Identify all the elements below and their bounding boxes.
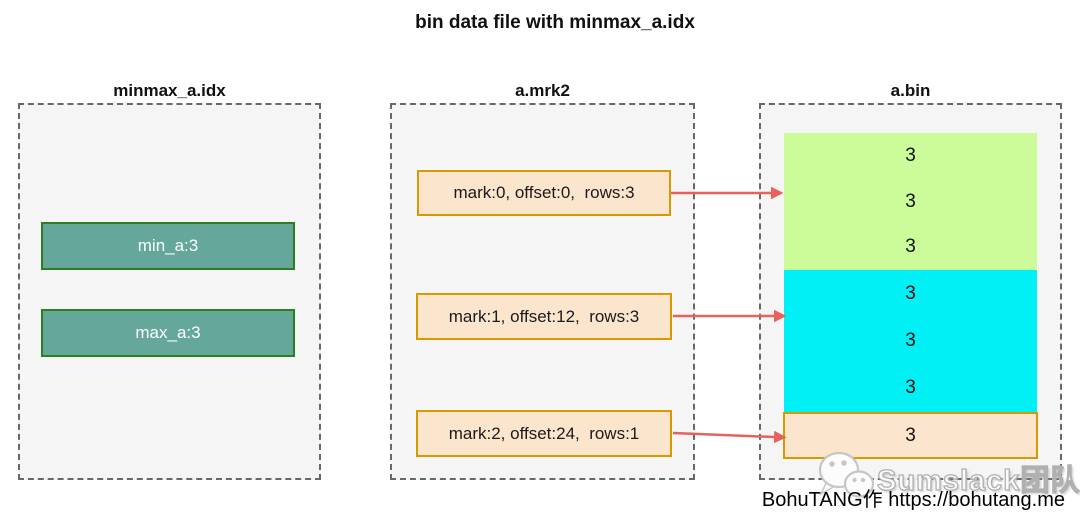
mark-1-box: mark:1, offset:12, rows:3 — [416, 293, 672, 340]
bin-value: 3 — [905, 190, 916, 212]
bin-value: 3 — [905, 236, 916, 258]
wechat-icon — [818, 451, 875, 499]
bin-granule-2: 3 — [783, 412, 1038, 459]
watermark-text: Sumslack团队, — [876, 464, 1080, 497]
minmax-idx-panel — [18, 103, 321, 480]
mark-2-box: mark:2, offset:24, rows:1 — [416, 410, 672, 457]
max-a-box: max_a:3 — [41, 309, 295, 357]
bin-granule-0: 3 3 3 — [784, 133, 1037, 270]
column-header-minmax-idx: minmax_a.idx — [113, 81, 226, 100]
author-credit: BohuTANG作 https://bohutang.me — [761, 489, 1065, 511]
column-header-mrk2: a.mrk2 — [515, 81, 570, 100]
diagram-title: bin data file with minmax_a.idx — [415, 12, 695, 33]
bin-value: 3 — [905, 144, 916, 166]
mark-0-box: mark:0, offset:0, rows:3 — [417, 170, 671, 216]
bin-value: 3 — [905, 329, 916, 351]
min-a-box: min_a:3 — [41, 222, 295, 270]
bin-value: 3 — [905, 377, 916, 399]
bin-value: 3 — [905, 424, 916, 446]
column-header-bin: a.bin — [890, 81, 931, 100]
bin-granule-1: 3 3 3 — [784, 270, 1037, 412]
bin-value: 3 — [905, 282, 916, 304]
